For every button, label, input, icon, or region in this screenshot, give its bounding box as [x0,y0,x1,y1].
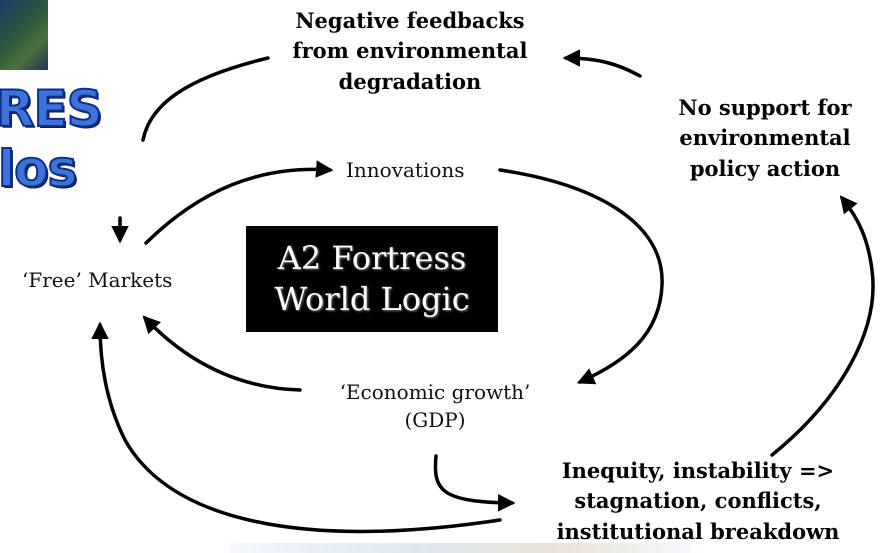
negative-feedbacks-line-2: from environmental [292,38,528,64]
title-line-2: World Logic [274,279,470,318]
arrow-nosupport-to-negative [562,49,642,78]
inequity-line-1: Inequity, instability => [561,458,835,483]
title-box: A2 Fortress World Logic [246,226,498,332]
economic-growth-label: ‘Economic growth’ [339,380,531,404]
arrow-inequity-to-markets [91,321,502,534]
arrow-negative-to-markets [141,56,270,142]
logo-photo [0,0,48,70]
logo-word-top: RES [0,79,104,139]
no-support-line-3: policy action [689,155,841,181]
node-no-support: No support for environmental policy acti… [655,93,875,184]
node-inequity: Inequity, instability => stagnation, con… [518,456,878,547]
title-line-1: A2 Fortress [277,239,467,277]
node-economic-growth: ‘Economic growth’ (GDP) [300,378,570,434]
gdp-label: (GDP) [404,408,466,432]
no-support-line-2: environmental [679,125,851,151]
arrow-growth-to-markets [142,315,302,392]
node-innovations: Innovations [346,158,465,182]
node-free-markets: ‘Free’ Markets [22,268,173,292]
node-negative-feedbacks: Negative feedbacks from environmental de… [255,6,565,97]
arrow-markets-to-innovations [144,160,334,245]
arrow-gdp-to-inequity [433,454,516,512]
inequity-line-2: stagnation, conflicts, [574,488,822,514]
arrow-innovations-to-growth [498,168,664,385]
decorative-strip [230,543,690,553]
no-support-line-1: No support for [678,95,852,120]
logo-word-bottom: los [0,139,78,199]
negative-feedbacks-line-1: Negative feedbacks [295,8,525,33]
negative-feedbacks-line-3: degradation [338,68,482,94]
arrow-inequity-to-nosupport [770,195,875,457]
inequity-line-3: institutional breakdown [556,518,840,544]
